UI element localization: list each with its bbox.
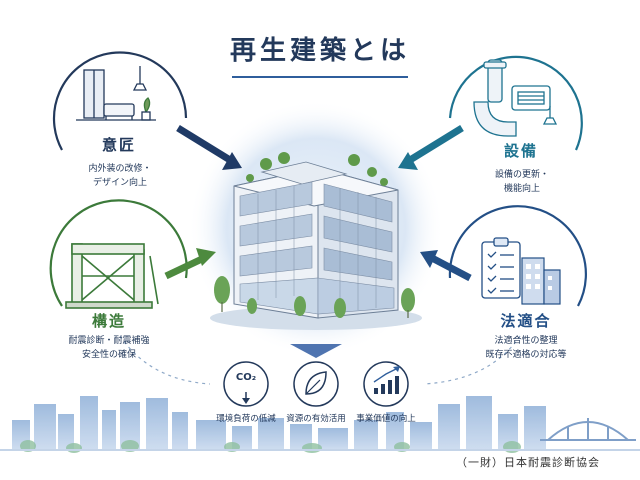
city-building-icon bbox=[521, 257, 561, 305]
benefit-label-business-value: 事業価値の向上 bbox=[356, 414, 416, 424]
down-triangle-icon bbox=[290, 344, 342, 358]
equipment-circle bbox=[448, 55, 583, 151]
design-desc-line: 内外装の改修・ bbox=[88, 164, 152, 174]
compliance-desc: 法適合性の整理 既存不適格の対応等 bbox=[470, 334, 582, 362]
design-circle bbox=[52, 51, 188, 151]
compliance-desc-line: 既存不適格の対応等 bbox=[485, 350, 567, 360]
renovated-building bbox=[210, 152, 422, 330]
equipment-label: 設備 bbox=[503, 142, 538, 160]
city-skyline bbox=[12, 396, 546, 450]
equipment-desc: 設備の更新・ 機能向上 bbox=[472, 168, 572, 196]
arrow-equipment-icon bbox=[398, 125, 464, 170]
benefit-growth bbox=[363, 361, 409, 407]
benefit-co2 bbox=[223, 361, 269, 407]
benefit-label-environment: 環境負荷の低減 bbox=[216, 414, 276, 424]
structure-desc-line: 安全性の確保 bbox=[81, 350, 136, 360]
benefit-leaf bbox=[293, 361, 339, 407]
compliance-label: 法適合 bbox=[500, 312, 552, 330]
pipes-icon bbox=[473, 59, 558, 137]
arrow-design-icon bbox=[176, 125, 242, 170]
bridge-icon bbox=[540, 418, 636, 441]
co2-icon: CO₂ bbox=[235, 372, 257, 383]
benefit-label-resources: 資源の有効活用 bbox=[286, 414, 346, 424]
structure-desc: 耐震診断・耐震補強 安全性の確保 bbox=[54, 334, 164, 362]
dotted-connector-left bbox=[119, 335, 211, 385]
structure-circle bbox=[49, 199, 188, 307]
interior-icon bbox=[76, 66, 156, 121]
title-underline bbox=[232, 76, 408, 78]
arrow-structure-icon bbox=[164, 248, 216, 280]
arrow-compliance-icon bbox=[420, 250, 472, 282]
page-title: 再生建築とは bbox=[229, 36, 410, 66]
ground-line bbox=[0, 449, 640, 451]
structure-desc-line: 耐震診断・耐震補強 bbox=[68, 336, 150, 346]
equipment-desc-line: 機能向上 bbox=[503, 184, 540, 194]
checklist-icon bbox=[481, 237, 521, 299]
growth-chart-icon bbox=[373, 366, 400, 394]
steel-frame-icon bbox=[65, 243, 159, 309]
compliance-desc-line: 法適合性の整理 bbox=[494, 336, 558, 346]
design-label: 意匠 bbox=[101, 136, 136, 154]
structure-label: 構造 bbox=[91, 312, 126, 330]
equipment-desc-line: 設備の更新・ bbox=[494, 170, 549, 180]
design-desc: 内外装の改修・ デザイン向上 bbox=[70, 162, 170, 190]
organization-credit: （一財）日本耐震診断協会 bbox=[456, 456, 600, 469]
leaf-icon bbox=[305, 371, 327, 395]
compliance-circle bbox=[448, 205, 587, 307]
design-desc-line: デザイン向上 bbox=[92, 178, 147, 188]
